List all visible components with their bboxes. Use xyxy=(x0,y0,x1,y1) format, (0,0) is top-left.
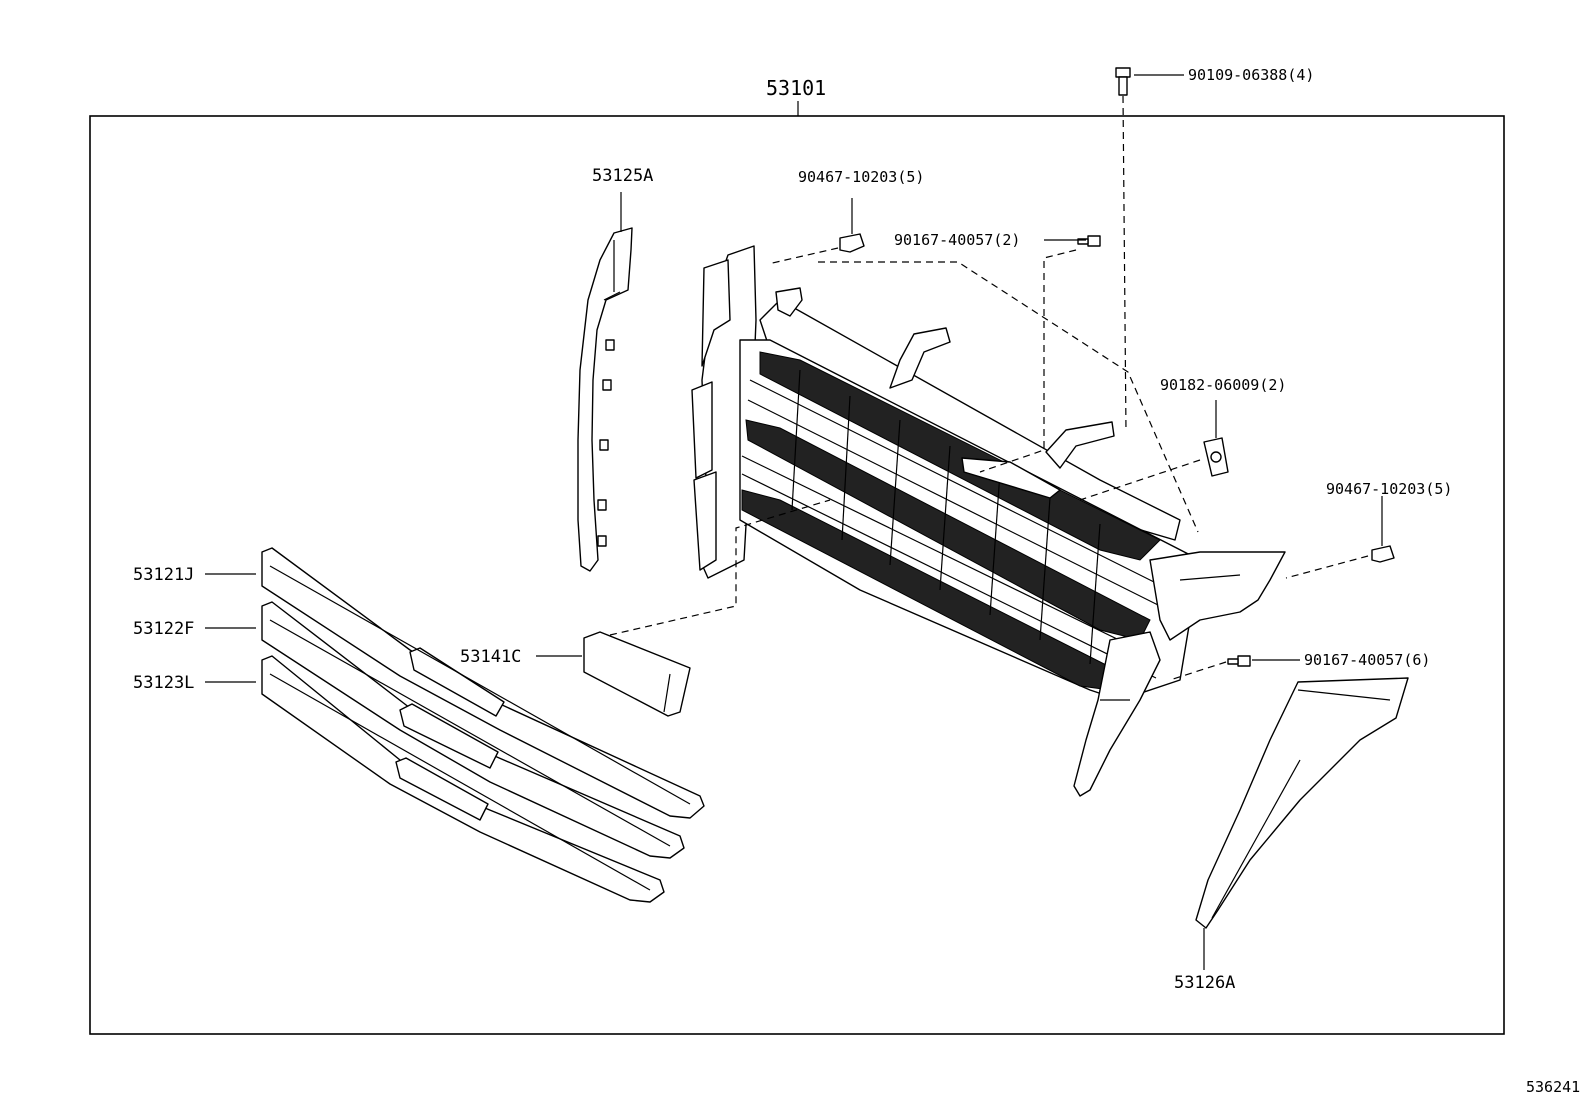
label-90467-10203-top[interactable]: 90467-10203(5) xyxy=(798,168,924,186)
clip-90467-right-icon[interactable] xyxy=(1371,545,1395,563)
label-53122F[interactable]: 53122F xyxy=(133,619,194,639)
label-53126A[interactable]: 53126A xyxy=(1174,973,1235,993)
emblem-base-53141C[interactable] xyxy=(583,631,691,717)
label-90182-06009[interactable]: 90182-06009(2) xyxy=(1160,376,1286,394)
assembly-frame xyxy=(89,115,1505,1035)
label-53121J[interactable]: 53121J xyxy=(133,565,194,585)
grille-molding-53121J[interactable] xyxy=(261,547,705,819)
label-53125A[interactable]: 53125A xyxy=(592,166,653,186)
figure-number: 536241 xyxy=(1526,1078,1580,1096)
label-90167-40057-top[interactable]: 90167-40057(2) xyxy=(894,231,1020,249)
label-90109-06388[interactable]: 90109-06388(4) xyxy=(1188,66,1314,84)
grille-molding-53123L[interactable] xyxy=(261,655,665,903)
label-53141C[interactable]: 53141C xyxy=(460,647,521,667)
screw-90167-top-icon[interactable] xyxy=(1077,235,1101,247)
bolt-90109-icon[interactable] xyxy=(1115,67,1131,96)
grille-molding-53122F[interactable] xyxy=(261,601,685,859)
side-molding-left[interactable] xyxy=(577,227,633,572)
assembly-label[interactable]: 53101 xyxy=(766,76,826,100)
label-53123L[interactable]: 53123L xyxy=(133,673,194,693)
label-90167-40057-right[interactable]: 90167-40057(6) xyxy=(1304,651,1430,669)
side-molding-right[interactable] xyxy=(1195,677,1409,929)
nut-90182-icon[interactable] xyxy=(1203,437,1229,477)
grille-main-body[interactable] xyxy=(691,245,1286,797)
clip-90467-top-icon[interactable] xyxy=(839,233,865,253)
screw-90167-right-icon[interactable] xyxy=(1227,655,1251,667)
label-90467-10203-right[interactable]: 90467-10203(5) xyxy=(1326,480,1452,498)
